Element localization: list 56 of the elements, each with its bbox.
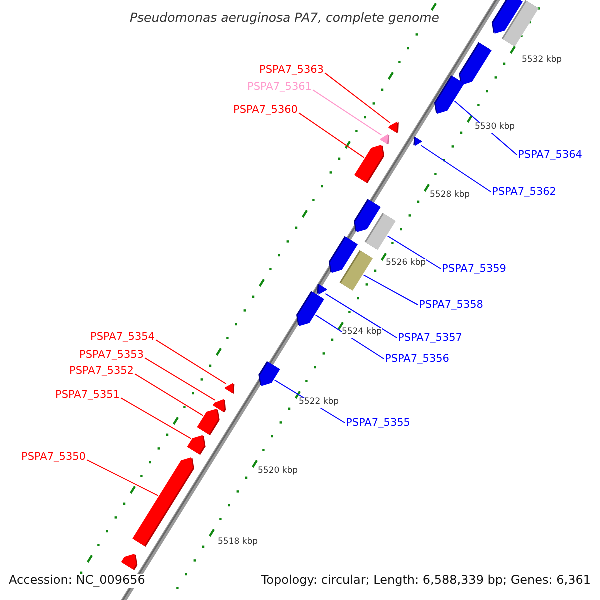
- footer-text: Topology: circular; Length: 6,588,339 bp; Genes: 6,361: [261, 574, 591, 588]
- gene-shape: [434, 76, 464, 114]
- gene-label: PSPA7_5359: [442, 263, 506, 276]
- gene-label: PSPA7_5350: [22, 451, 86, 464]
- gene-shape: [224, 383, 235, 394]
- leader-line: [298, 112, 365, 158]
- gene-shape: [296, 291, 324, 326]
- gene-block: [340, 250, 373, 291]
- scale-label: 5518 kbp: [218, 538, 258, 548]
- footer-text: Accession: NC_009656: [9, 574, 146, 588]
- gene-label: PSPA7_5357: [398, 332, 462, 344]
- gene-label: PSPA7_5363: [260, 64, 324, 76]
- gene-label: PSPA7_5364: [518, 149, 582, 162]
- gene-shape: [459, 42, 492, 86]
- leader-line: [120, 398, 192, 440]
- gene-shape: [132, 458, 194, 547]
- gene-label: PSPA7_5352: [70, 365, 134, 378]
- gene-label: PSPA7_5355: [346, 417, 410, 430]
- scale-label: 5522 kbp: [299, 398, 340, 408]
- scale-label: 5526 kbp: [386, 259, 426, 269]
- gene-label: PSPA7_5353: [80, 349, 144, 362]
- gene-label: PSPA7_5362: [492, 186, 556, 198]
- leader-line: [363, 274, 418, 306]
- scale-label: 5520 kbp: [258, 467, 298, 477]
- gene-shape: [380, 134, 390, 145]
- gene-label: PSPA7_5360: [234, 104, 298, 116]
- title: Pseudomonas aeruginosa PA7, complete genome: [128, 11, 442, 26]
- leader-line: [325, 293, 398, 338]
- gene-shape: [197, 408, 220, 436]
- scale-label: 5532 kbp: [522, 56, 562, 66]
- leader-line: [144, 358, 216, 401]
- gene-label: PSPA7_5358: [419, 299, 484, 312]
- scale-label: 5530 kbp: [475, 123, 516, 133]
- gene-shape: [354, 145, 385, 184]
- leader-line: [324, 72, 391, 124]
- gene-block: [364, 213, 396, 250]
- gene-block: [502, 0, 539, 47]
- leader-line: [387, 236, 442, 270]
- gene-shape: [414, 136, 422, 146]
- leader-line: [420, 145, 492, 192]
- gene-shape: [258, 361, 280, 386]
- leader-line: [315, 314, 384, 360]
- gene-label: PSPA7_5361: [248, 81, 312, 94]
- gene-shape: [388, 122, 399, 134]
- scale-label: 5528 kbp: [430, 191, 470, 201]
- gene-shape: [187, 435, 206, 456]
- leader-line: [134, 374, 204, 416]
- gene-label: PSPA7_5351: [56, 389, 120, 402]
- gene-shape: [121, 554, 138, 570]
- scale-label: 5524 kbp: [342, 328, 382, 338]
- gene-shape: [317, 284, 328, 295]
- gene-label: PSPA7_5354: [90, 331, 155, 344]
- gene-label: PSPA7_5356: [385, 353, 450, 366]
- leader-line: [156, 340, 227, 385]
- leader-line: [312, 90, 382, 136]
- leader-line: [86, 460, 159, 496]
